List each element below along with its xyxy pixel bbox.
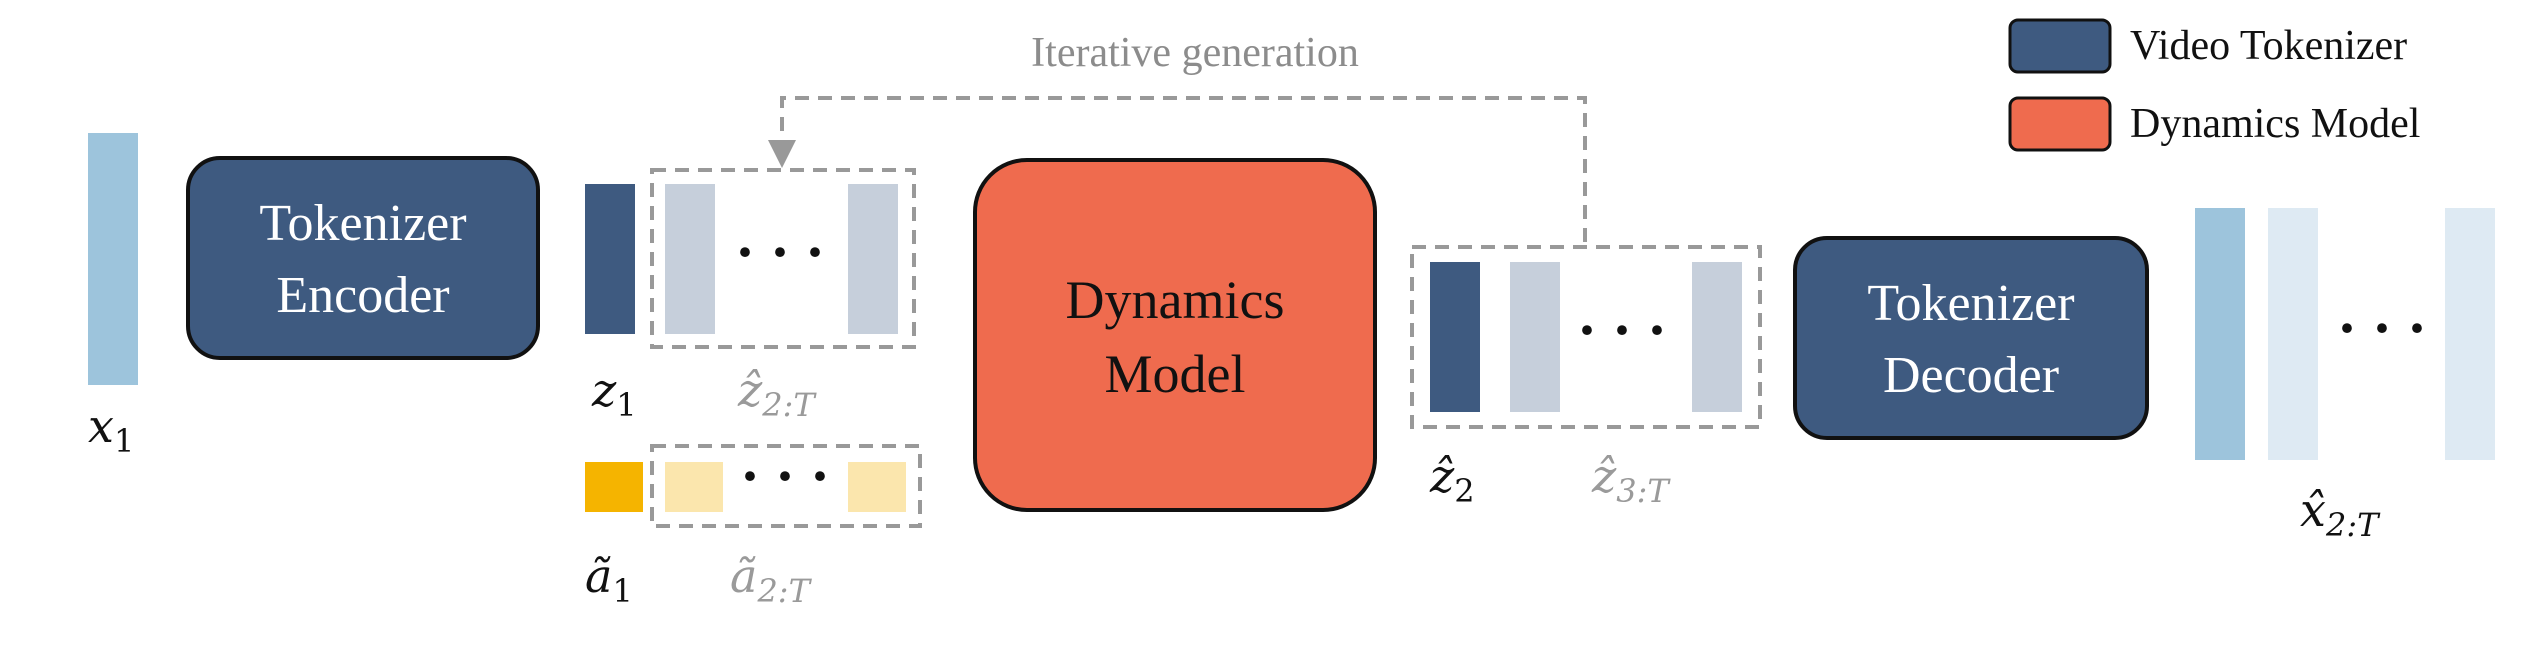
label-z1: z1 bbox=[591, 363, 637, 424]
label-x-hat-2T: x̂2:T bbox=[2300, 483, 2381, 544]
token-a-tilde-T bbox=[848, 462, 906, 512]
label-z-hat-2T: ẑ2:T bbox=[737, 363, 817, 424]
action-token-group: · · · ã1 ã2:T bbox=[585, 443, 922, 610]
ellipsis-latent: · · · bbox=[735, 219, 825, 285]
tokenizer-encoder-box bbox=[186, 156, 540, 360]
input-frame-x1 bbox=[88, 133, 138, 385]
tokenizer-decoder-line1: Tokenizer bbox=[1867, 275, 2074, 332]
tokenizer-decoder-box bbox=[1793, 236, 2149, 440]
loop-label: Iterative generation bbox=[1031, 30, 1359, 76]
token-z-hat-T-output bbox=[1692, 262, 1742, 412]
output-frame-x-hat-2 bbox=[2195, 208, 2245, 460]
latent-token-group: · · · z1 ẑ2:T bbox=[585, 168, 916, 424]
tokenizer-encoder-block: Tokenizer Encoder bbox=[186, 156, 540, 360]
output-frame-group: · · · x̂2:T bbox=[2195, 208, 2495, 544]
legend-swatch-tokenizer bbox=[2008, 18, 2112, 74]
label-z-hat-2: ẑ2 bbox=[1429, 449, 1475, 510]
legend: Video Tokenizer Dynamics Model bbox=[2008, 18, 2420, 152]
dynamics-model-line1: Dynamics bbox=[1066, 270, 1285, 330]
label-x1: x1 bbox=[88, 399, 134, 460]
label-a-tilde-2T: ã2:T bbox=[730, 549, 813, 610]
token-z-hat-T bbox=[848, 184, 898, 334]
token-a-tilde-2 bbox=[665, 462, 723, 512]
tokenizer-decoder-line2: Decoder bbox=[1883, 347, 2059, 404]
legend-label-tokenizer: Video Tokenizer bbox=[2130, 23, 2407, 69]
iterative-loop: Iterative generation bbox=[768, 30, 1587, 242]
future-latent-dashed-box bbox=[650, 168, 916, 349]
ellipsis-output: · · · bbox=[2337, 295, 2427, 361]
label-z-hat-3T: ẑ3:T bbox=[1591, 449, 1671, 510]
tokenizer-decoder-block: Tokenizer Decoder bbox=[1793, 236, 2149, 440]
output-frame-x-hat-T bbox=[2445, 208, 2495, 460]
dynamics-model-line2: Model bbox=[1105, 344, 1246, 404]
tokenizer-encoder-line2: Encoder bbox=[276, 267, 449, 324]
legend-label-dynamics: Dynamics Model bbox=[2130, 101, 2420, 147]
token-z-hat-3 bbox=[1510, 262, 1560, 412]
predicted-latent-dashed-box bbox=[1410, 245, 1762, 429]
arrow-down-icon bbox=[768, 140, 796, 168]
output-frame-x-hat-3 bbox=[2268, 208, 2318, 460]
loop-path bbox=[780, 96, 1587, 242]
label-a1: ã1 bbox=[585, 549, 633, 610]
token-a1 bbox=[585, 462, 643, 512]
dynamics-model-block: Dynamics Model bbox=[973, 158, 1377, 512]
legend-swatch-dynamics bbox=[2008, 96, 2112, 152]
token-z-hat-2-output bbox=[1430, 262, 1480, 412]
token-z1 bbox=[585, 184, 635, 334]
future-action-dashed-box bbox=[650, 444, 922, 528]
tokenizer-encoder-line1: Tokenizer bbox=[259, 195, 466, 252]
dynamics-model-box bbox=[973, 158, 1377, 512]
ellipsis-action: · · · bbox=[740, 443, 830, 509]
predicted-latent-group: · · · ẑ2 ẑ3:T bbox=[1410, 245, 1762, 510]
ellipsis-predicted: · · · bbox=[1577, 297, 1667, 363]
token-z-hat-2 bbox=[665, 184, 715, 334]
